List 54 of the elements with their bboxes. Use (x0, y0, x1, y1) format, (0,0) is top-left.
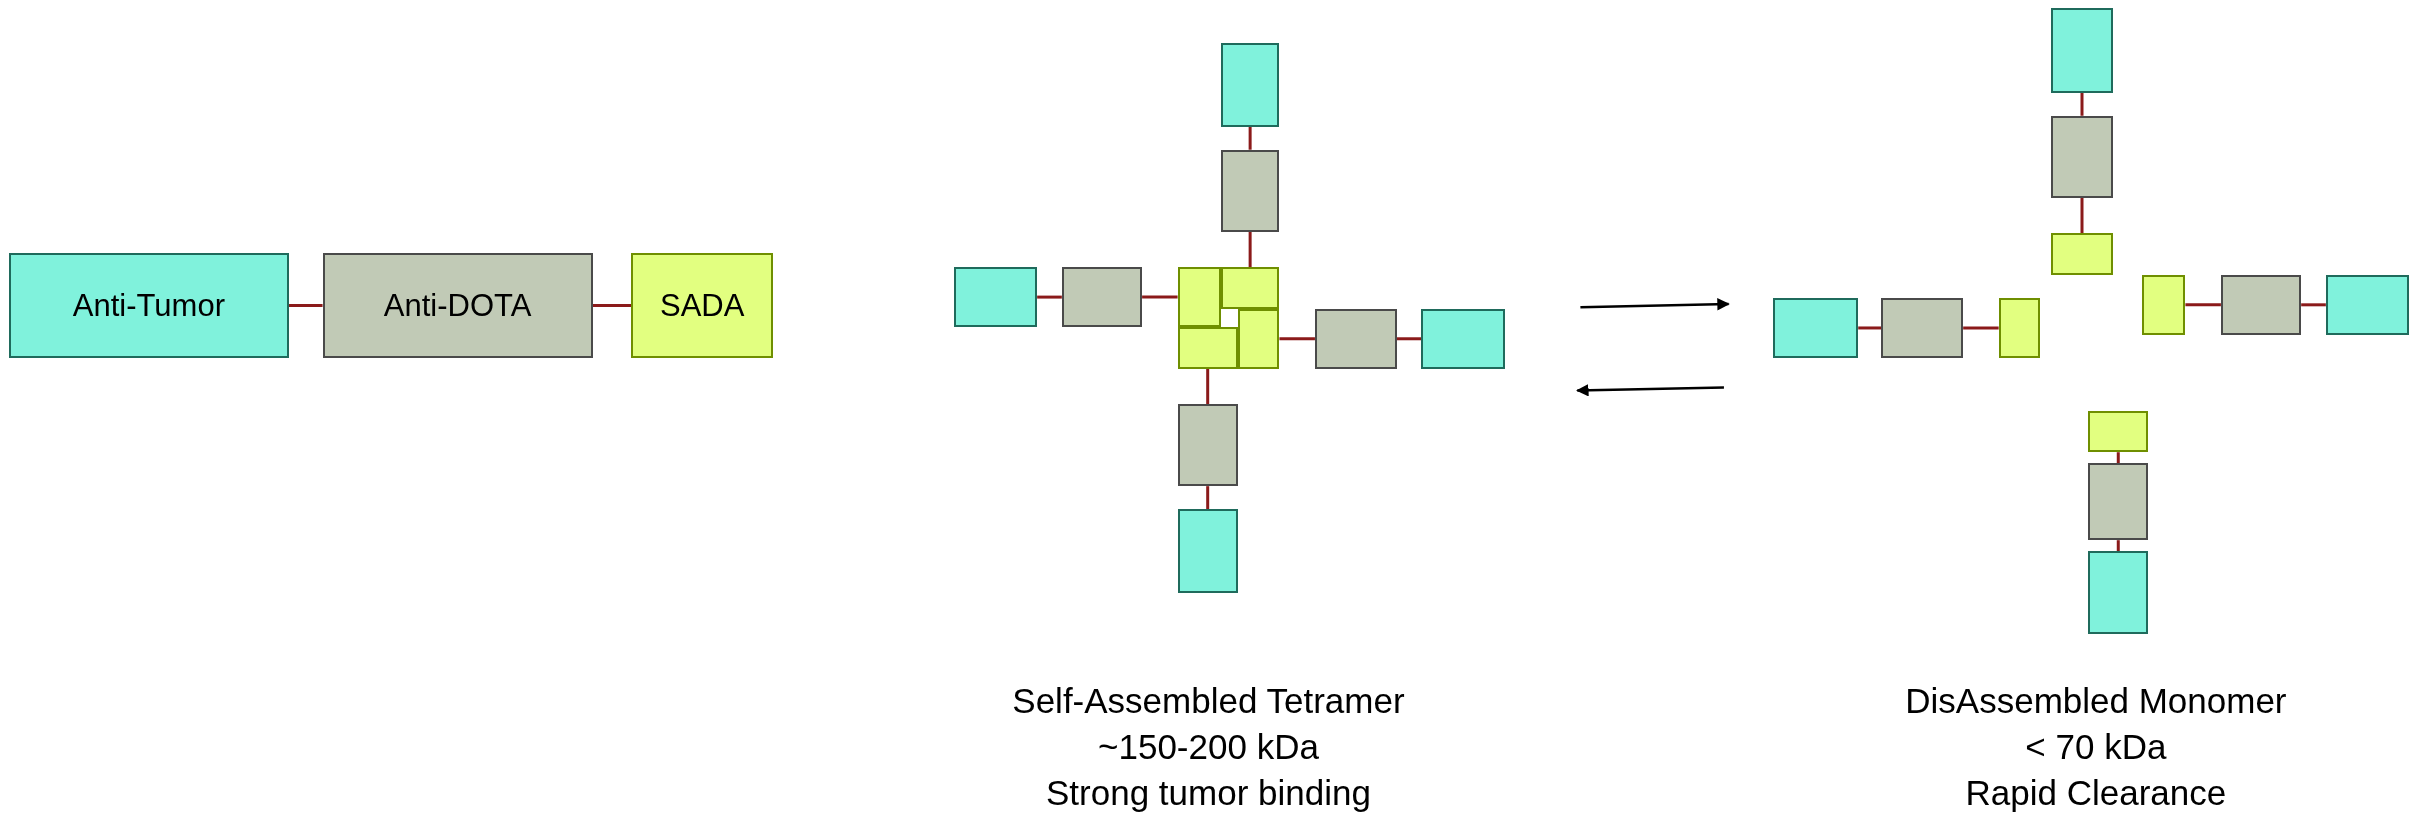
antibody-domain-box (2051, 7, 2113, 93)
linker-line (592, 304, 632, 308)
linker-line (1206, 368, 1210, 405)
domain-label: Anti-Tumor (72, 287, 225, 324)
linker-line (1279, 337, 1315, 341)
sada-domain-box (2142, 274, 2186, 335)
antibody-domain-box (1177, 509, 1238, 593)
linker-line (2301, 303, 2326, 307)
antibody-domain-box (1773, 297, 1859, 359)
antibody-domain-box (2088, 463, 2149, 541)
sada-domain-box (1177, 327, 1238, 369)
sada-domain-box (1177, 267, 1221, 328)
antibody-domain-box (2088, 550, 2149, 635)
antibody-domain-box (2325, 274, 2410, 335)
antibody-domain-box (1881, 297, 1964, 359)
antibody-domain-box (953, 267, 1038, 328)
caption-text: Rapid Clearance (1965, 773, 2227, 814)
antibody-domain-box (1061, 267, 1143, 328)
antibody-domain-box (322, 253, 593, 359)
linker-line (2185, 303, 2221, 307)
linker-line (2116, 540, 2120, 551)
sada-domain-box (1237, 308, 1280, 369)
linker-line (2080, 197, 2084, 234)
sada-domain-box (2088, 410, 2149, 453)
caption-text: Strong tumor binding (1046, 773, 1371, 814)
linker-line (1858, 326, 1882, 330)
antibody-domain-box (1421, 308, 1505, 369)
domain-label: Anti-DOTA (383, 287, 532, 324)
linker-line (288, 304, 323, 308)
caption-text: DisAssembled Monomer (1905, 680, 2287, 721)
linker-line (2116, 452, 2120, 463)
sada-domain-box (1220, 267, 1280, 309)
caption-text: < 70 kDa (2025, 726, 2167, 767)
domain-label: SADA (660, 287, 745, 324)
antibody-domain-box (1220, 149, 1280, 232)
antibody-domain-box (1314, 308, 1397, 369)
antibody-domain-box (2051, 115, 2113, 198)
linker-line (1248, 126, 1252, 150)
linker-line (1206, 486, 1210, 510)
sada-domain-box (1998, 297, 2041, 359)
sada-domain-box (2051, 233, 2113, 275)
linker-line (1963, 326, 1999, 330)
antibody-domain-box (9, 253, 289, 359)
antibody-domain-box (1220, 43, 1280, 127)
linker-line (2080, 92, 2084, 116)
sada-domain-box (631, 253, 774, 359)
caption-text: ~150-200 kDa (1098, 726, 1319, 767)
linker-line (1142, 295, 1178, 299)
antibody-domain-box (2220, 274, 2302, 335)
linker-line (1396, 337, 1422, 341)
antibody-domain-box (1177, 404, 1238, 487)
caption-text: Self-Assembled Tetramer (1012, 680, 1405, 721)
linker-line (1037, 295, 1062, 299)
linker-line (1248, 231, 1252, 267)
